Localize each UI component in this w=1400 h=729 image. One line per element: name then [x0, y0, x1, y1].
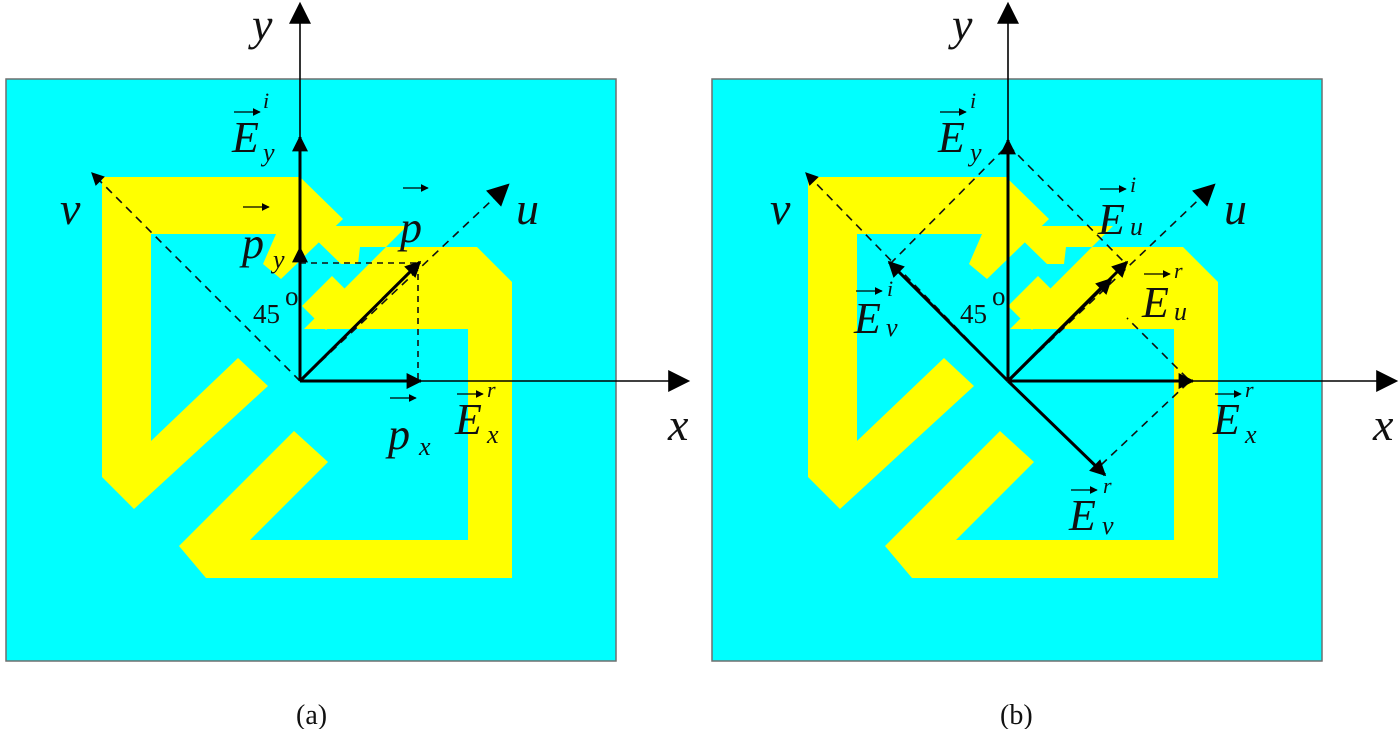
- label-Eu-reflected: E u r: [1141, 258, 1187, 327]
- svg-text:p: p: [385, 410, 410, 459]
- svg-text:i: i: [263, 88, 269, 113]
- label-p: p: [397, 184, 429, 252]
- u-axis-label: u: [516, 183, 539, 234]
- resonator-bottom-right-arm: [885, 226, 1218, 578]
- svg-text:r: r: [487, 377, 496, 402]
- svg-text:E: E: [1097, 195, 1125, 244]
- x-axis-label: x: [1372, 399, 1394, 450]
- svg-text:y: y: [270, 245, 285, 274]
- Eu-incident-arrow: [1006, 260, 1129, 383]
- svg-text:i: i: [970, 88, 976, 113]
- label-Ev-reflected: E v r: [1068, 473, 1114, 540]
- label-Ex-reflected: E x r: [454, 377, 499, 449]
- label-Ey-incident: E y i: [231, 88, 275, 167]
- angle-label: 45 o: [960, 281, 1006, 329]
- angle-label: 45 o: [253, 281, 299, 329]
- u-axis-label: u: [1224, 183, 1247, 234]
- panel-b: y x v u 45 o E y i E u i E u r E v i: [711, 0, 1399, 729]
- split-ring-resonator: [808, 177, 1218, 578]
- svg-text:y: y: [967, 138, 982, 167]
- split-ring-resonator: [102, 177, 512, 578]
- label-px: p x: [385, 394, 431, 461]
- svg-text:v: v: [1102, 511, 1114, 540]
- svg-text:i: i: [887, 276, 893, 301]
- resonator-bottom-right-arm: [179, 226, 512, 578]
- v-axis: [91, 172, 301, 382]
- v-axis-label: v: [60, 183, 81, 234]
- svg-text:45: 45: [960, 299, 987, 329]
- svg-text:E: E: [853, 294, 881, 343]
- label-Ex-reflected: E x r: [1212, 377, 1257, 449]
- svg-text:p: p: [239, 219, 264, 268]
- resonator-top-left-arm: [808, 177, 1049, 509]
- svg-text:E: E: [454, 395, 482, 444]
- svg-text:p: p: [397, 203, 422, 252]
- y-axis-label: y: [948, 0, 973, 50]
- svg-text:E: E: [1212, 395, 1240, 444]
- svg-text:u: u: [1174, 297, 1187, 326]
- svg-text:E: E: [1068, 491, 1096, 540]
- label-Ey-incident: E y i: [937, 88, 982, 167]
- svg-text:u: u: [1130, 212, 1143, 241]
- panel-a: y x v u 45 o E y i p y p p x E x: [5, 0, 691, 729]
- caption-a: (a): [296, 700, 327, 729]
- svg-text:r: r: [1245, 377, 1254, 402]
- svg-text:x: x: [486, 420, 499, 449]
- svg-text:v: v: [886, 313, 898, 342]
- v-axis-label: v: [770, 183, 791, 234]
- svg-text:o: o: [992, 281, 1006, 311]
- resonator-inner-tab: [1008, 276, 1063, 330]
- resonator-top-left-arm: [102, 177, 343, 509]
- svg-text:E: E: [1141, 278, 1169, 327]
- x-axis-label: x: [667, 399, 689, 450]
- svg-text:o: o: [285, 281, 299, 311]
- y-axis-label: y: [248, 0, 273, 50]
- svg-text:x: x: [418, 432, 431, 461]
- svg-text:i: i: [1130, 172, 1136, 197]
- p-arrow: [298, 260, 422, 383]
- Ev-reflected-arrow: [1006, 379, 1107, 477]
- caption-b: (b): [1000, 700, 1033, 729]
- label-py: p y: [239, 203, 285, 274]
- label-Ev-incident: E v i: [853, 276, 898, 343]
- Ev-incident-arrow: [887, 260, 1010, 383]
- label-Eu-incident: E u i: [1097, 172, 1143, 244]
- svg-text:r: r: [1174, 258, 1183, 283]
- resonator-inner-tab: [302, 276, 357, 330]
- svg-text:45: 45: [253, 299, 280, 329]
- svg-text:x: x: [1244, 420, 1257, 449]
- svg-text:r: r: [1103, 473, 1112, 498]
- svg-text:y: y: [260, 138, 275, 167]
- svg-text:E: E: [937, 113, 965, 162]
- svg-text:E: E: [231, 113, 259, 162]
